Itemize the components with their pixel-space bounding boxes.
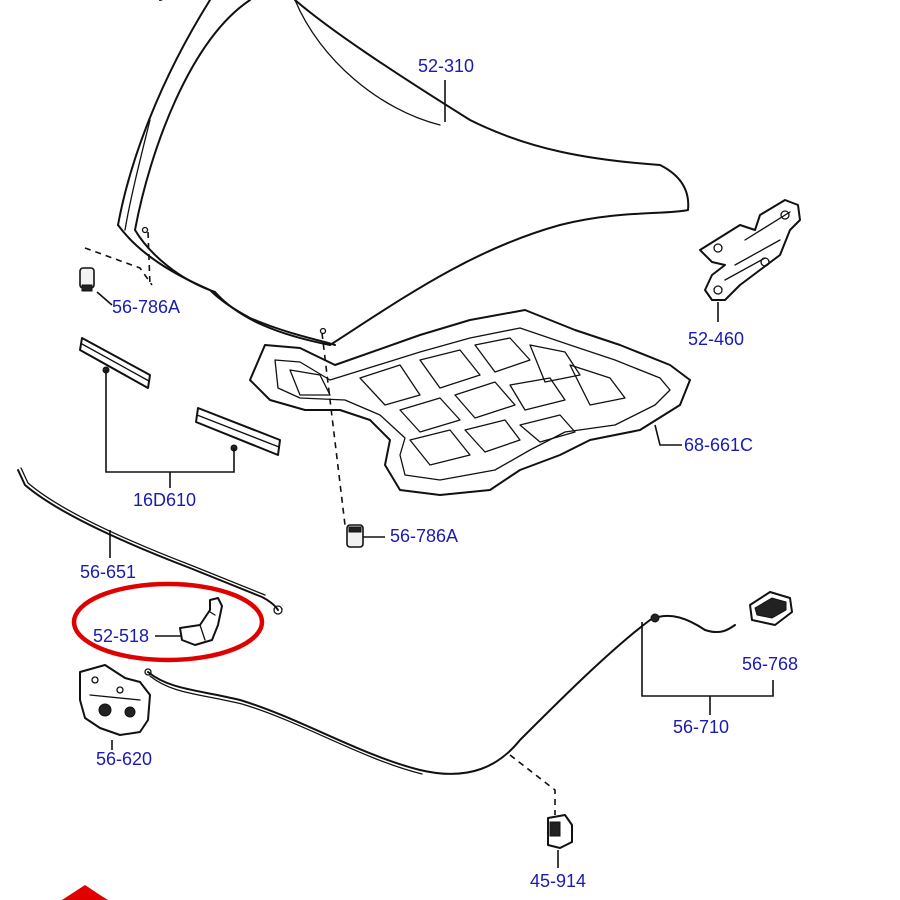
label-release-cable: 56-710 — [673, 717, 729, 737]
label-hood: 52-310 — [418, 56, 474, 76]
hood-insulator — [249, 309, 691, 496]
red-corner-mark — [62, 885, 108, 900]
prop-rod-clip — [179, 597, 223, 646]
hood-hinge — [699, 199, 801, 301]
weatherstrip-lower — [195, 407, 281, 456]
highlight-ellipse — [71, 581, 265, 663]
label-weatherstrip: 16D610 — [133, 490, 196, 510]
label-handle: 56-768 — [742, 654, 798, 674]
hood-bumper-left — [79, 267, 95, 292]
weatherstrip-upper — [79, 337, 151, 389]
hood-latch — [79, 664, 151, 736]
label-insulator: 68-661C — [684, 435, 753, 455]
label-hinge: 52-460 — [688, 329, 744, 349]
prop-rod — [17, 467, 283, 615]
release-cable — [144, 613, 736, 775]
label-latch: 56-620 — [96, 749, 152, 769]
label-prop-clip: 52-518 — [93, 626, 149, 646]
label-bumper-left: 56-786A — [112, 297, 180, 317]
label-bumper-center: 56-786A — [390, 526, 458, 546]
label-prop-rod: 56-651 — [80, 562, 136, 582]
hood-panel — [117, 0, 690, 346]
hood-bumper-center — [346, 524, 364, 548]
release-handle — [749, 591, 793, 626]
cable-clip — [547, 814, 573, 849]
label-cable-clip: 45-914 — [530, 871, 586, 891]
